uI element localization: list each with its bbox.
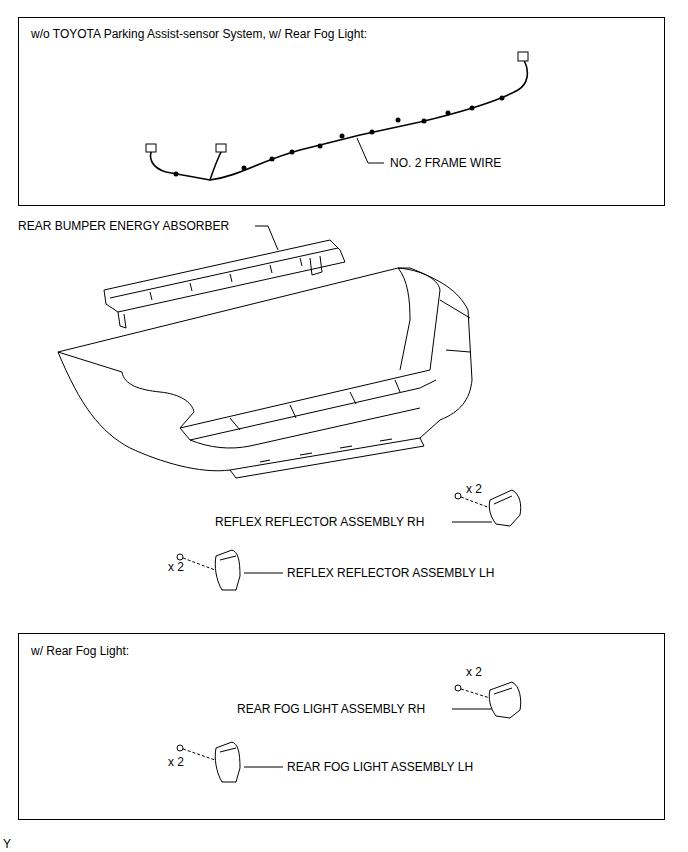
part-name: NO. 2 FRAME WIRE [390,156,501,170]
quantity: x 2 [168,755,184,769]
part-name: REFLEX REFLECTOR ASSEMBLY LH [287,566,494,580]
part-name: REAR BUMPER ENERGY ABSORBER [18,219,229,233]
option-heading: w/ Rear Fog Light: [31,644,129,658]
part-name: REAR FOG LIGHT ASSEMBLY LH [287,760,473,774]
figure-code: Y [3,837,11,851]
quantity: x 2 [466,482,482,496]
part-name: REAR FOG LIGHT ASSEMBLY RH [237,702,425,716]
option-box: w/o TOYOTA Parking Assist-sensor System,… [18,17,665,206]
reflector-rh [452,490,521,526]
fog-light-lh [177,742,283,782]
quantity: x 2 [168,560,184,574]
frame-wire [146,52,528,180]
reflector-lh [177,550,283,590]
option-box: w/ Rear Fog Light: [18,633,665,820]
option-heading: w/o TOYOTA Parking Assist-sensor System,… [31,27,367,41]
rear-bumper [58,268,472,478]
quantity: x 2 [466,665,482,679]
part-name: REFLEX REFLECTOR ASSEMBLY RH [215,515,424,529]
fog-light-rh [452,682,521,718]
